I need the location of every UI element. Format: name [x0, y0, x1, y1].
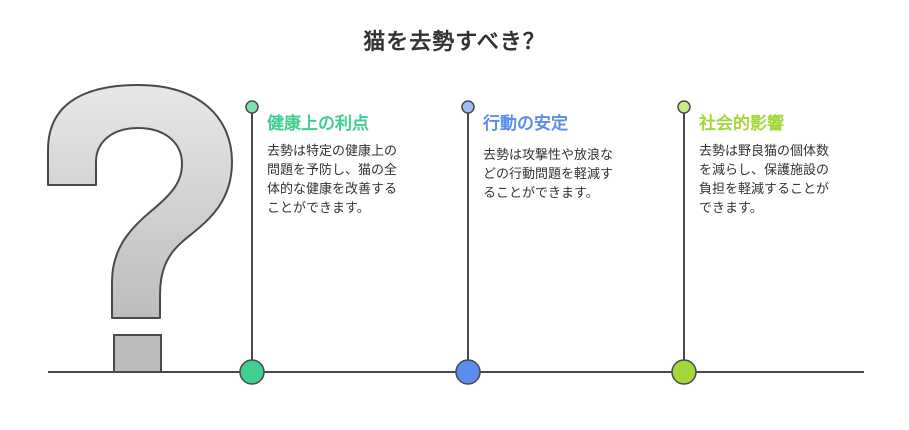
desc-line: 負担を軽減することが	[699, 182, 830, 197]
desc-line: 去勢は野良猫の個体数	[699, 144, 830, 159]
desc-line: 問題を予防し、猫の全	[267, 163, 398, 178]
page-title: 猫を去勢すべき？	[363, 30, 546, 55]
timeline-marker-1	[239, 100, 265, 385]
desc-line: 去勢は攻撃性や放浪な	[483, 148, 614, 163]
item-description-social: 去勢は野良猫の個体数 を減らし、保護施設の 負担を軽減することが できます。	[699, 142, 874, 218]
item-description-behavior: 去勢は攻撃性や放浪な どの行動問題を軽減す ることができます。	[483, 146, 658, 203]
question-mark-icon	[47, 84, 233, 373]
desc-line: 去勢は特定の健康上の	[267, 144, 398, 159]
item-description-health: 去勢は特定の健康上の 問題を予防し、猫の全 体的な健康を改善する ことができます…	[267, 142, 442, 218]
desc-line: どの行動問題を軽減す	[483, 167, 614, 182]
desc-line: ることができます。	[483, 186, 599, 201]
timeline-marker-2	[455, 100, 481, 385]
item-heading-social: 社会的影響	[699, 114, 784, 134]
item-heading-behavior: 行動の安定	[483, 114, 568, 134]
desc-line: ことができます。	[267, 201, 370, 216]
item-heading-health: 健康上の利点	[267, 114, 369, 134]
desc-line: 体的な健康を改善する	[267, 182, 398, 197]
desc-line: を減らし、保護施設の	[699, 163, 830, 178]
desc-line: できます。	[699, 201, 763, 216]
timeline-marker-3	[671, 100, 697, 385]
